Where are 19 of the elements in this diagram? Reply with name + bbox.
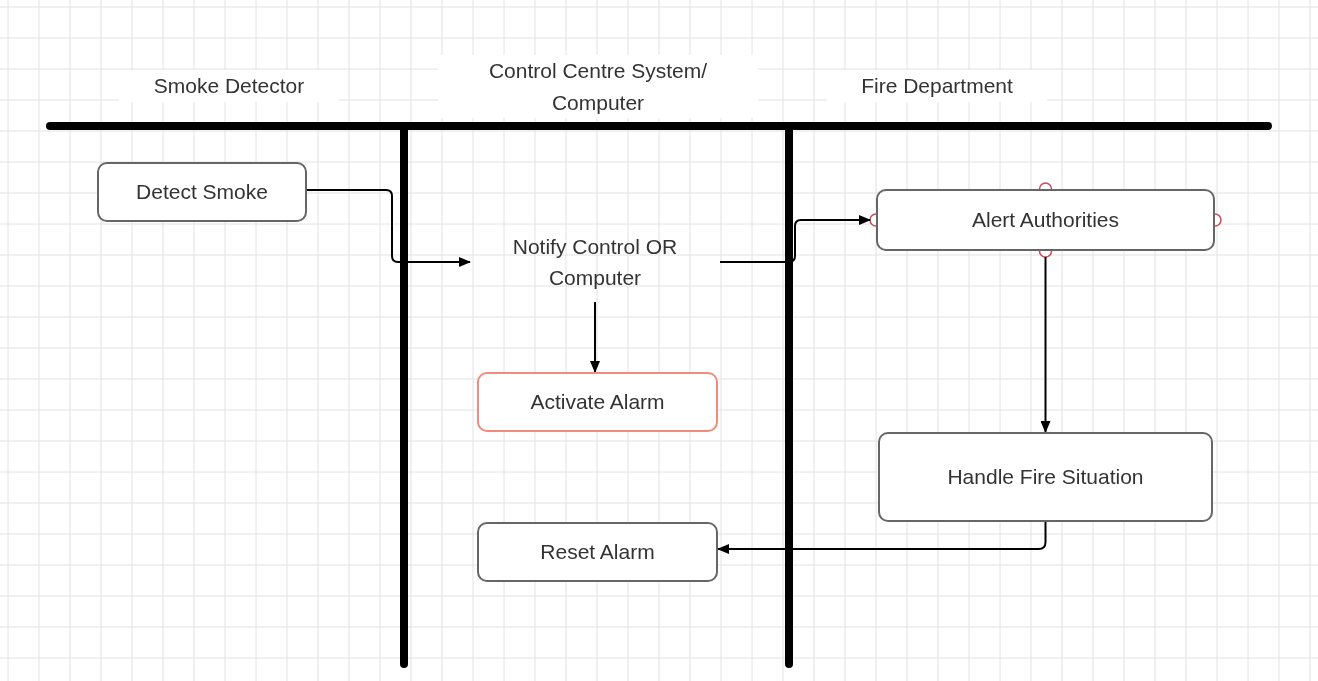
arrow [1040,256,1051,433]
step-label: Handle Fire Situation [946,464,1145,491]
step-label: Alert Authorities [970,207,1121,234]
process-box [878,432,1213,522]
arrow [719,215,871,263]
step-label: Activate Alarm [529,389,666,416]
step-label: Notify Control OR Computer [511,233,679,291]
step-label: Reset Alarm [539,539,656,566]
process-box [477,372,718,432]
arrow [717,521,1047,554]
step-label: Detect Smoke [135,179,269,206]
process-box [477,522,718,582]
arrow [306,189,471,267]
process-box [876,189,1215,251]
lane-heading: Fire Department [827,70,1047,102]
lane-heading: Control Centre System/ Computer [438,55,758,118]
lane-heading: Smoke Detector [119,70,339,102]
arrow [590,301,600,373]
process-box [97,162,307,222]
